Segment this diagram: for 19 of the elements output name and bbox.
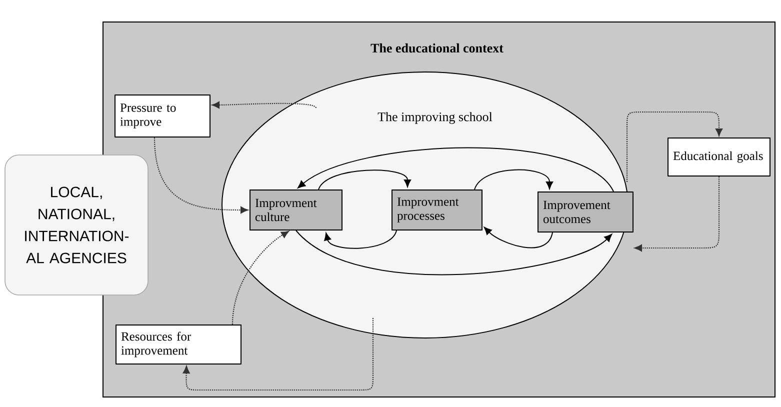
dotted-arrow (154, 137, 248, 214)
dotted-arrow (232, 230, 289, 325)
arrow (318, 170, 412, 190)
agencies-box: LOCAL, NATIONAL, INTERNATION- AL AGENCIES (4, 154, 148, 296)
dotted-arrow (634, 176, 720, 252)
factor-box: Resources for improvement (116, 324, 242, 364)
process-box: Improvement outcomes (538, 192, 634, 232)
arrow (474, 169, 554, 190)
dotted-arrow (212, 102, 316, 108)
arrow (324, 230, 397, 249)
arrow (484, 226, 553, 248)
process-box: Improvment processes (392, 190, 482, 230)
arrow (296, 230, 612, 276)
process-box: Improvment culture (250, 190, 342, 230)
factor-box: Educational goals (668, 138, 770, 176)
factor-box: Pressure to improve (114, 94, 210, 138)
arrow (298, 147, 614, 192)
dotted-arrow (626, 111, 722, 182)
dotted-arrow (182, 318, 374, 391)
